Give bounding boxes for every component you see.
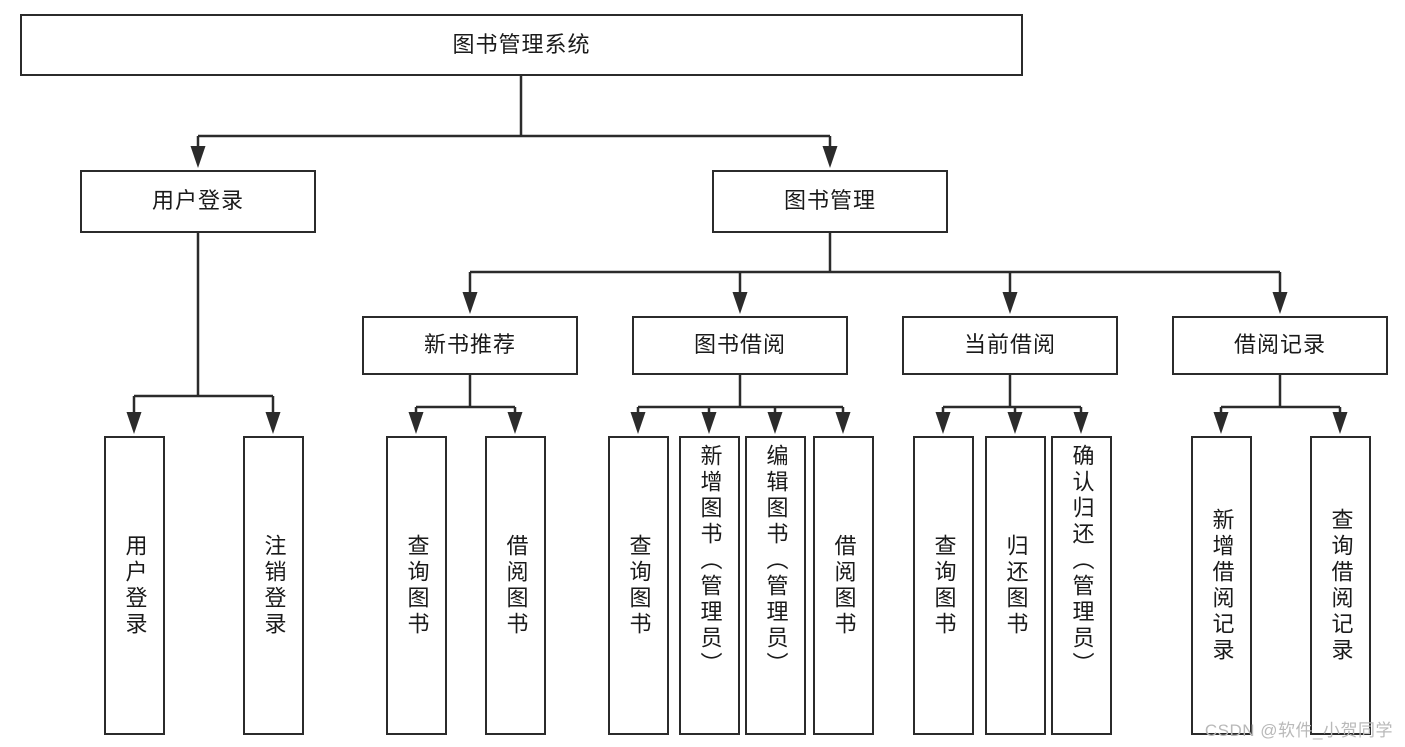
node-root[interactable]: 图书管理系统 — [20, 14, 1023, 76]
arrow-head-icon — [126, 412, 142, 434]
node-leaf-borrow-book-1[interactable]: 借阅图书 — [485, 436, 546, 735]
arrow-head-icon — [835, 412, 851, 434]
arrow-head-icon — [462, 292, 478, 314]
node-label: 借阅记录 — [1233, 332, 1326, 358]
node-label: 用户登录 — [151, 188, 244, 214]
arrow-head-icon — [507, 412, 523, 434]
node-label: 查询图书 — [626, 533, 652, 638]
node-leaf-query-book-2[interactable]: 查询图书 — [608, 436, 669, 735]
node-label: 查询借阅记录 — [1328, 507, 1354, 664]
node-user-login[interactable]: 用户登录 — [80, 170, 316, 233]
node-label: 借阅图书 — [503, 533, 529, 638]
arrow-head-icon — [1332, 412, 1348, 434]
node-leaf-add-book-admin[interactable]: 新增图书（管理员） — [679, 436, 740, 735]
node-leaf-borrow-book-2[interactable]: 借阅图书 — [813, 436, 874, 735]
node-leaf-edit-book-admin[interactable]: 编辑图书（管理员） — [745, 436, 806, 735]
node-label: 查询图书 — [931, 533, 957, 638]
node-leaf-query-book-1[interactable]: 查询图书 — [386, 436, 447, 735]
arrow-head-icon — [630, 412, 646, 434]
arrow-head-icon — [1272, 292, 1288, 314]
node-leaf-logout[interactable]: 注销登录 — [243, 436, 304, 735]
node-current-borrow[interactable]: 当前借阅 — [902, 316, 1118, 375]
node-book-borrow[interactable]: 图书借阅 — [632, 316, 848, 375]
arrow-head-icon — [1073, 412, 1089, 434]
arrow-head-icon — [767, 412, 783, 434]
arrow-head-icon — [265, 412, 281, 434]
arrow-head-icon — [190, 146, 206, 168]
node-label: 确认归还（管理员） — [1069, 444, 1095, 678]
arrow-head-icon — [1002, 292, 1018, 314]
node-leaf-add-borrow-record[interactable]: 新增借阅记录 — [1191, 436, 1252, 735]
arrow-head-icon — [935, 412, 951, 434]
arrow-head-icon — [822, 146, 838, 168]
node-leaf-return-book[interactable]: 归还图书 — [985, 436, 1046, 735]
node-label: 查询图书 — [404, 533, 430, 638]
node-leaf-query-book-3[interactable]: 查询图书 — [913, 436, 974, 735]
node-label: 归还图书 — [1003, 533, 1029, 638]
node-label: 编辑图书（管理员） — [763, 444, 789, 678]
arrow-head-icon — [701, 412, 717, 434]
node-label: 图书管理系统 — [452, 31, 591, 57]
node-label: 当前借阅 — [963, 332, 1056, 358]
node-label: 图书借阅 — [693, 332, 786, 358]
node-new-book-recommend[interactable]: 新书推荐 — [362, 316, 578, 375]
node-book-manage[interactable]: 图书管理 — [712, 170, 948, 233]
node-label: 新增借阅记录 — [1209, 507, 1235, 664]
node-leaf-user-login[interactable]: 用户登录 — [104, 436, 165, 735]
node-borrow-record[interactable]: 借阅记录 — [1172, 316, 1388, 375]
arrow-head-icon — [732, 292, 748, 314]
watermark: CSDN @软件_小贺同学 — [1204, 721, 1393, 740]
node-label: 借阅图书 — [831, 533, 857, 638]
arrow-heads — [126, 146, 1348, 434]
node-label: 用户登录 — [122, 533, 148, 638]
node-leaf-confirm-return-admin[interactable]: 确认归还（管理员） — [1051, 436, 1112, 735]
node-label: 图书管理 — [783, 188, 876, 214]
node-label: 注销登录 — [261, 533, 287, 638]
arrow-head-icon — [1007, 412, 1023, 434]
arrow-head-icon — [1213, 412, 1229, 434]
node-label: 新增图书（管理员） — [697, 444, 723, 678]
node-label: 新书推荐 — [423, 332, 516, 358]
node-leaf-query-borrow-record[interactable]: 查询借阅记录 — [1310, 436, 1371, 735]
arrow-head-icon — [408, 412, 424, 434]
